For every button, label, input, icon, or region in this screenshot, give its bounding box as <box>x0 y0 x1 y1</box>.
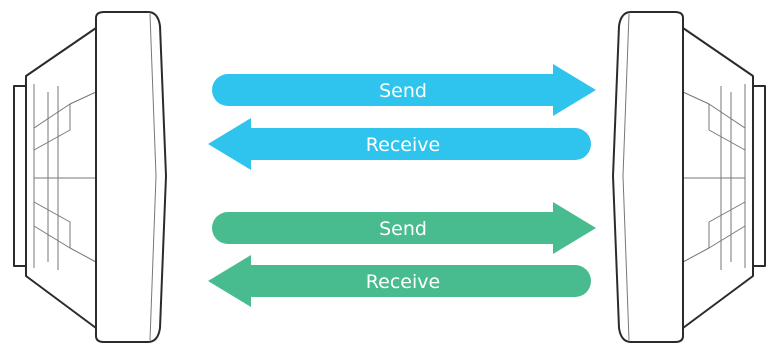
arrow-send-blue: Send <box>212 64 596 116</box>
arrow-receive-green-shape <box>208 255 591 307</box>
left-antenna-device <box>13 11 167 343</box>
arrow-receive-green: Receive <box>208 255 591 307</box>
arrow-send-green: Send <box>212 202 596 254</box>
arrow-send-blue-label: Send <box>379 80 427 102</box>
arrow-receive-blue: Receive <box>208 118 591 170</box>
arrow-send-green-shape <box>212 202 596 254</box>
right-antenna-device <box>612 11 766 343</box>
arrow-send-green-label: Send <box>379 218 427 240</box>
arrow-receive-green-label: Receive <box>366 271 440 293</box>
arrow-receive-blue-shape <box>208 118 591 170</box>
arrow-receive-blue-label: Receive <box>366 134 440 156</box>
arrow-send-blue-shape <box>212 64 596 116</box>
